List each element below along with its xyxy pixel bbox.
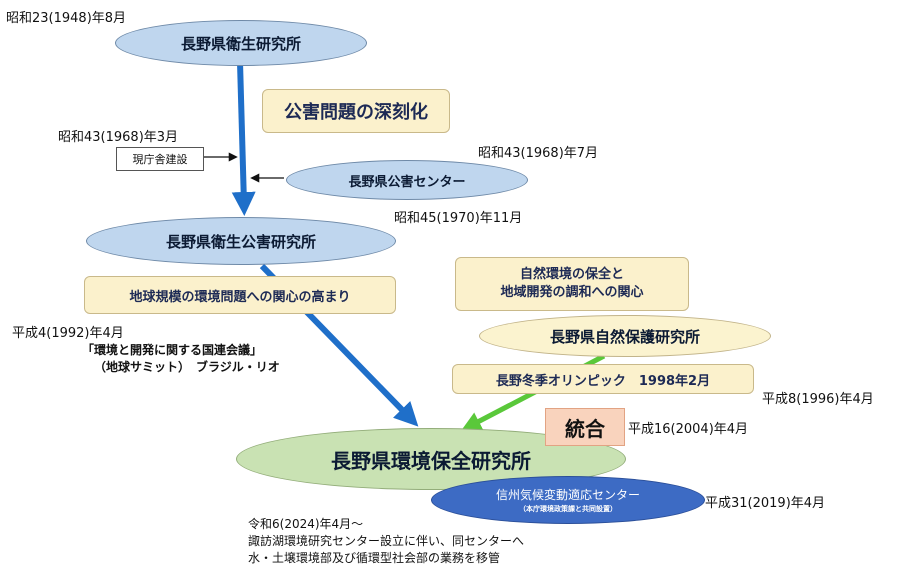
label-text: 長野冬季オリンピック 1998年2月 <box>495 373 711 389</box>
node-label: 長野県自然保護研究所 <box>549 327 700 346</box>
node-sublabel: （本庁環境政策課と共同設置） <box>519 505 617 513</box>
node-label: 長野県公害センター <box>348 174 466 190</box>
arrow-eisei-to-eisei-kougai <box>231 61 256 216</box>
label-text: 公害問題の深刻化 <box>284 102 428 123</box>
date-heisei16: 平成16(2004)年4月 <box>628 422 749 437</box>
node-label: 信州気候変動適応センター <box>495 488 640 502</box>
label-tougou: 統合 <box>545 408 625 446</box>
label-kougai-mondai: 公害問題の深刻化 <box>262 89 450 133</box>
label-text: 統合 <box>565 416 605 441</box>
label-text-line2: 地域開発の調和への関心 <box>500 285 644 300</box>
date-showa45: 昭和45(1970)年11月 <box>394 211 523 226</box>
node-label: 長野県衛生公害研究所 <box>165 232 316 251</box>
date-heisei31: 平成31(2019)年4月 <box>705 496 826 511</box>
date-heisei8: 平成8(1996)年4月 <box>762 392 874 407</box>
note-line: （地球サミット） ブラジル・リオ <box>94 360 280 374</box>
date-heisei4: 平成4(1992)年4月 <box>12 326 124 341</box>
label-shizen-kankyo: 自然環境の保全と 地域開発の調和への関心 <box>455 257 689 311</box>
node-label: 長野県環境保全研究所 <box>331 448 531 473</box>
node-shinshu-kikou-hendou-tekiou-center: 信州気候変動適応センター （本庁環境政策課と共同設置） <box>431 476 705 524</box>
node-nagano-eisei-kougai-kenkyusho: 長野県衛生公害研究所 <box>86 217 396 265</box>
note-line: 令和6(2024)年4月～ <box>248 517 364 531</box>
date-showa43-july: 昭和43(1968)年7月 <box>478 146 599 161</box>
node-nagano-kougai-center: 長野県公害センター <box>286 160 528 200</box>
note-reiwa6: 令和6(2024)年4月～ 諏訪湖環境研究センター設立に伴い、同センターへ 水・… <box>248 516 524 567</box>
note-line: 水・土壌環境部及び循環型社会部の業務を移管 <box>248 551 501 565</box>
node-nagano-eisei-kenkyusho: 長野県衛生研究所 <box>115 20 367 66</box>
date-showa23: 昭和23(1948)年8月 <box>6 11 127 26</box>
note-kokuren-kaigi: 「環境と開発に関する国連会議」 （地球サミット） ブラジル・リオ <box>82 342 280 376</box>
label-chikyu-kibo: 地球規模の環境問題への関心の高まり <box>84 276 396 314</box>
label-text: 地球規模の環境問題への関心の高まり <box>129 289 351 305</box>
node-nagano-shizen-hogo-kenkyusho: 長野県自然保護研究所 <box>479 315 771 357</box>
label-genchousha-kensetsu: 現庁舎建設 <box>116 147 204 171</box>
label-text-line1: 自然環境の保全と <box>519 267 624 283</box>
note-line: 「環境と開発に関する国連会議」 <box>82 343 263 357</box>
label-nagano-olympic: 長野冬季オリンピック 1998年2月 <box>452 364 754 394</box>
label-text: 現庁舎建設 <box>132 153 188 166</box>
date-showa43-march: 昭和43(1968)年3月 <box>58 130 179 145</box>
node-label: 長野県衛生研究所 <box>180 34 301 53</box>
note-line: 諏訪湖環境研究センター設立に伴い、同センターへ <box>248 534 525 548</box>
